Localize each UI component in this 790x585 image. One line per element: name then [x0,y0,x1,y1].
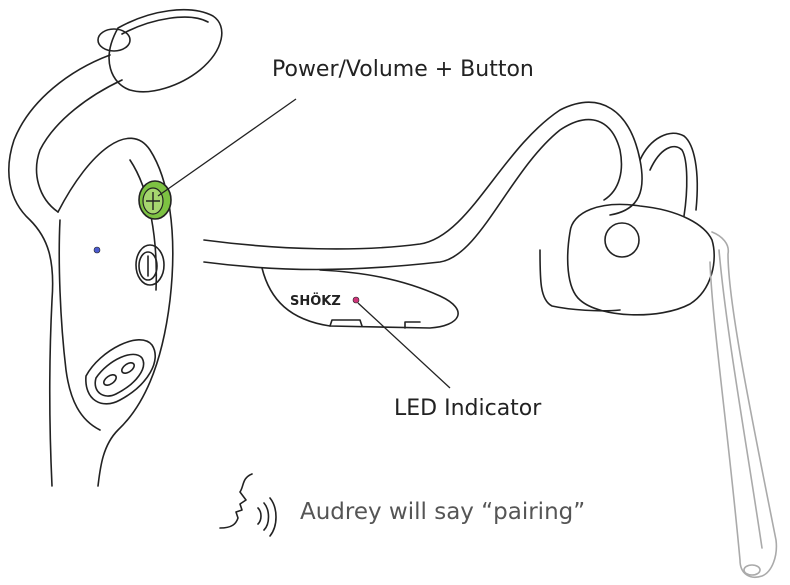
headset-body [203,101,715,329]
left-led-dot [93,246,101,254]
led-indicator-label: LED Indicator [394,396,542,421]
brand-logo: SHÖKZ [290,293,341,309]
left-earpiece [8,8,223,487]
power-volume-plus-button [138,180,172,220]
power-button-leader-line [157,98,297,197]
led-leader-line [357,302,451,389]
power-volume-label: Power/Volume + Button [272,57,534,82]
voice-prompt-text: Audrey will say “pairing” [300,499,586,525]
volume-minus-button [135,244,165,286]
speaking-head-icon [219,473,277,537]
led-indicator-dot [352,296,360,304]
microphone-boom [709,231,778,578]
